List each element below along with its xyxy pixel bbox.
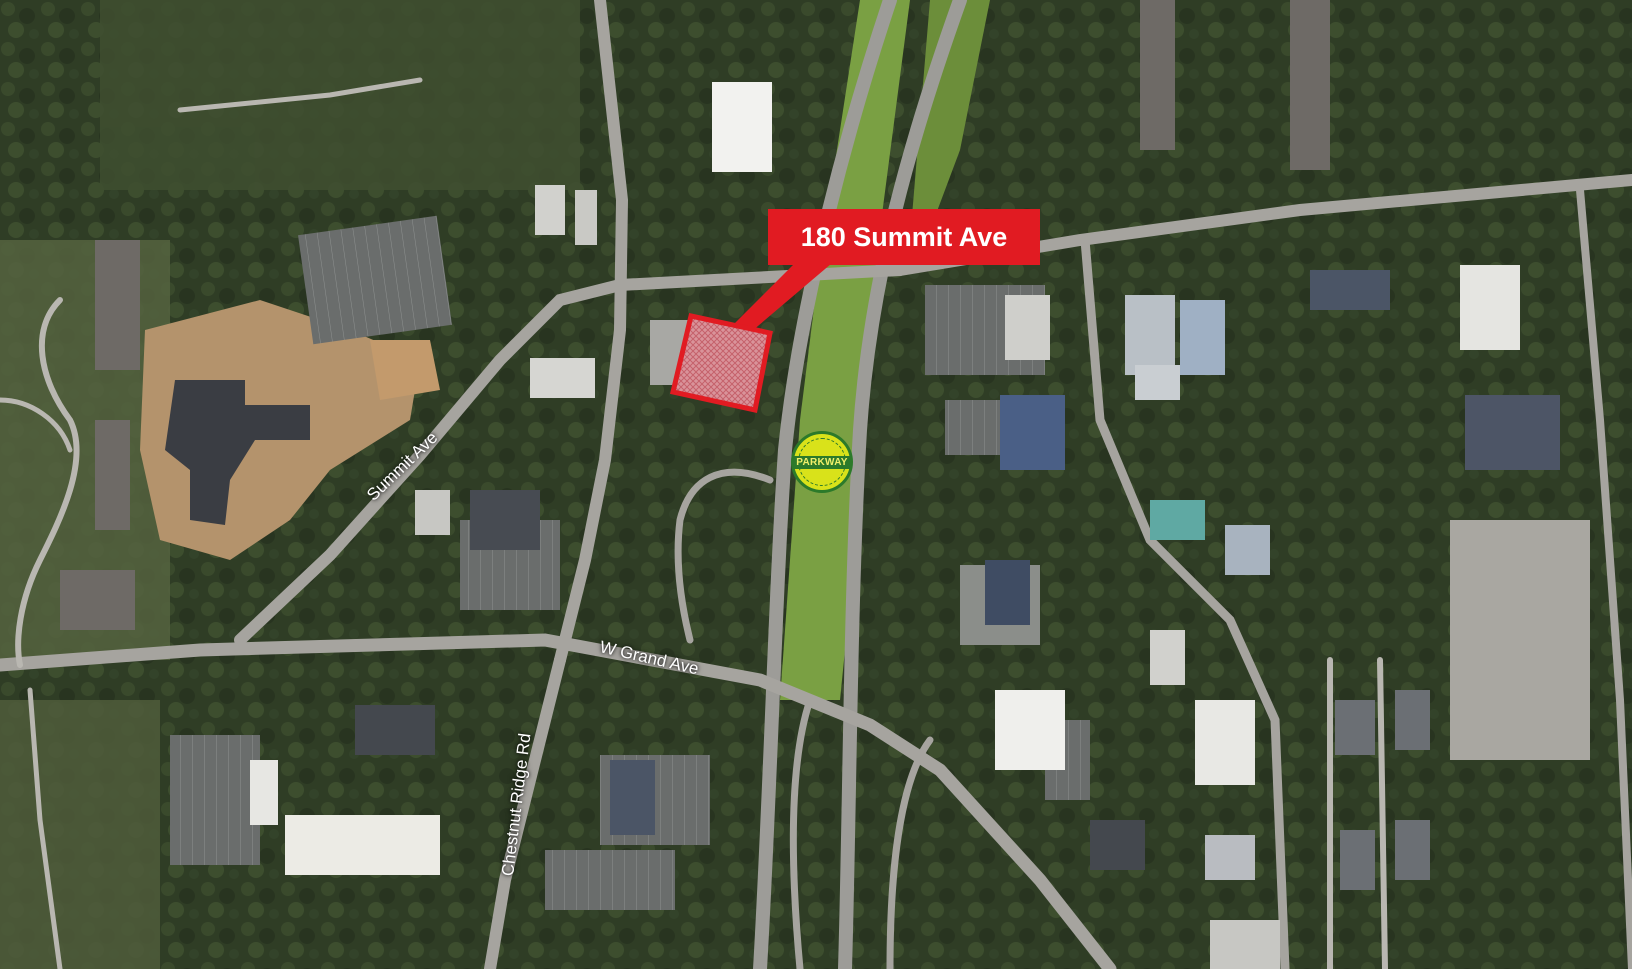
address-callout[interactable]: 180 Summit Ave	[768, 209, 1040, 265]
address-callout-label: 180 Summit Ave	[800, 221, 1008, 252]
parkway-badge-label: PARKWAY	[793, 455, 851, 469]
parkway-median	[780, 0, 910, 700]
callout-pointer	[730, 258, 838, 337]
garden-state-parkway-shield-icon: PARKWAY	[791, 431, 853, 493]
subject-site-marker	[669, 313, 773, 413]
school-building	[165, 380, 310, 525]
buildings	[60, 0, 1560, 969]
